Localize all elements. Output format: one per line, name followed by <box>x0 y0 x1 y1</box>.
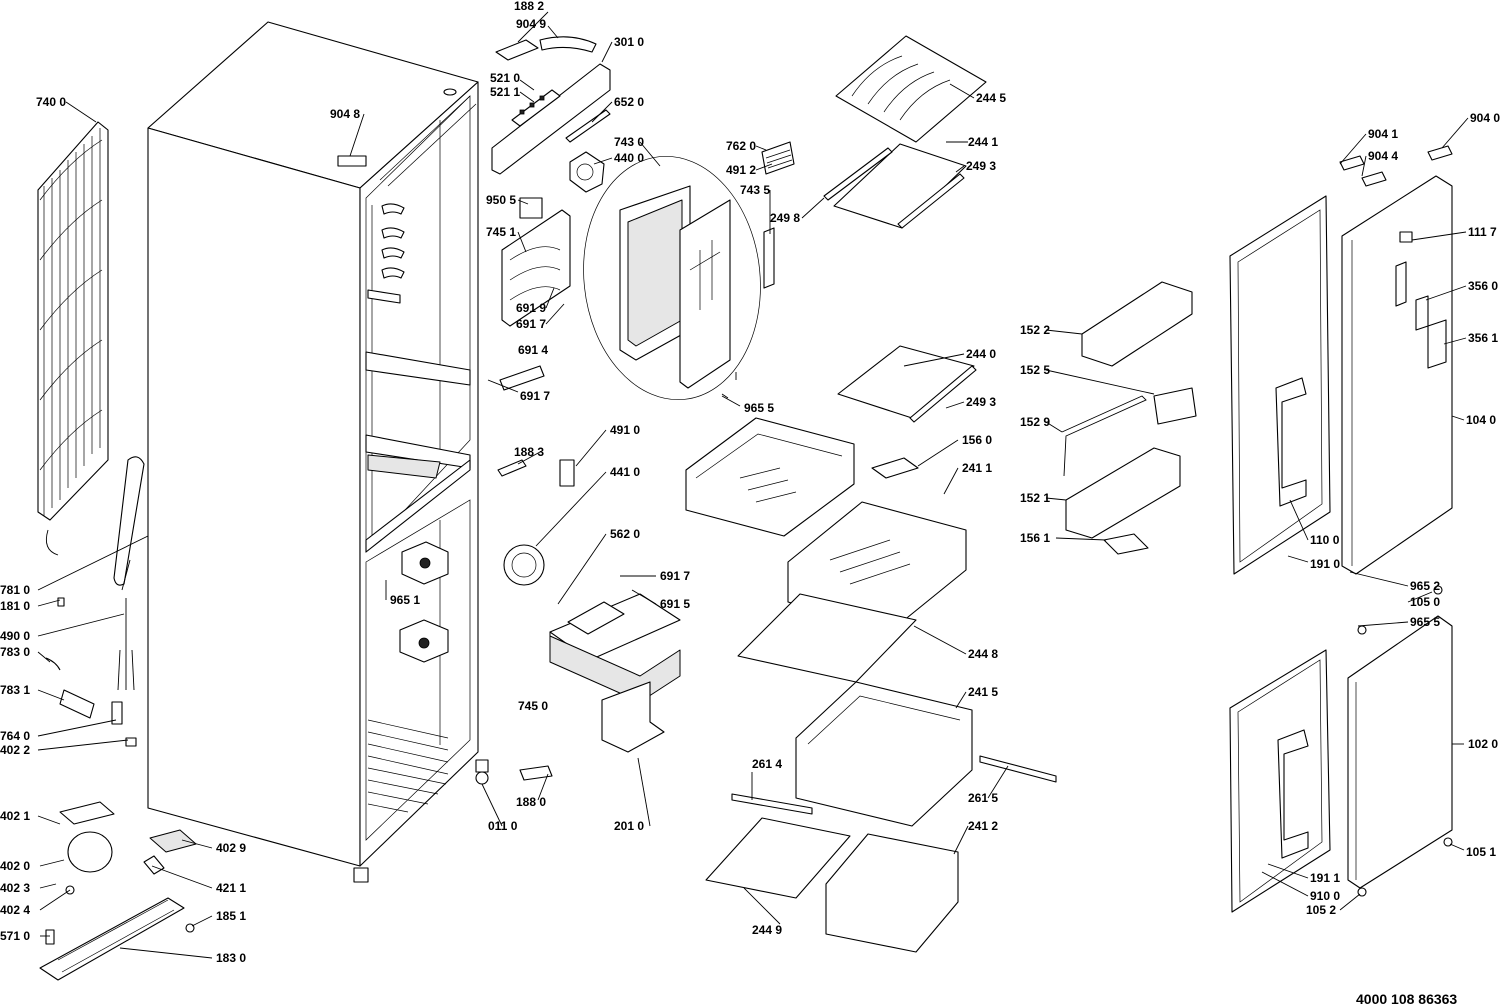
label-191-0: 191 0 <box>1310 557 1340 571</box>
label-965-2: 965 2 <box>1410 579 1440 593</box>
label-188-3: 188 3 <box>514 445 544 459</box>
label-102-0: 102 0 <box>1468 737 1498 751</box>
label-105-0: 105 0 <box>1410 595 1440 609</box>
label-691-9: 691 9 <box>516 301 546 315</box>
label-152-9: 152 9 <box>1020 415 1050 429</box>
label-152-5: 152 5 <box>1020 363 1050 377</box>
document-number: 4000 108 86363 <box>1356 991 1457 1007</box>
label-691-4: 691 4 <box>518 343 548 357</box>
label-402-4: 402 4 <box>0 903 30 917</box>
label-241-2: 241 2 <box>968 819 998 833</box>
door-bins <box>1061 281 1197 555</box>
label-440-0: 440 0 <box>614 151 644 165</box>
label-691-7-b: 691 7 <box>520 389 550 403</box>
label-201-0: 201 0 <box>614 819 644 833</box>
label-783-0: 783 0 <box>0 645 30 659</box>
label-521-1: 521 1 <box>490 85 520 99</box>
label-249-3-b: 249 3 <box>966 395 996 409</box>
label-691-5: 691 5 <box>660 597 690 611</box>
label-402-0: 402 0 <box>0 859 30 873</box>
condenser-coil <box>37 121 109 556</box>
label-188-2: 188 2 <box>514 0 544 13</box>
label-301-0: 301 0 <box>614 35 644 49</box>
refrigerator-cabinet <box>147 21 489 883</box>
label-105-1: 105 1 <box>1466 845 1496 859</box>
label-156-0: 156 0 <box>962 433 992 447</box>
label-402-2: 402 2 <box>0 743 30 757</box>
compressor-assembly <box>39 456 197 981</box>
label-652-0: 652 0 <box>614 95 644 109</box>
label-691-7-a: 691 7 <box>516 317 546 331</box>
label-105-2: 105 2 <box>1306 903 1336 917</box>
label-745-1: 745 1 <box>486 225 516 239</box>
label-421-1: 421 1 <box>216 881 246 895</box>
label-521-0: 521 0 <box>490 71 520 85</box>
label-183-0: 183 0 <box>216 951 246 965</box>
label-743-0: 743 0 <box>614 135 644 149</box>
label-950-5: 950 5 <box>486 193 516 207</box>
label-562-0: 562 0 <box>610 527 640 541</box>
label-356-0: 356 0 <box>1468 279 1498 293</box>
label-491-0: 491 0 <box>610 423 640 437</box>
label-356-1: 356 1 <box>1468 331 1498 345</box>
label-965-5-b: 965 5 <box>1410 615 1440 629</box>
label-910-0: 910 0 <box>1310 889 1340 903</box>
label-571-0: 571 0 <box>0 929 30 943</box>
label-181-0: 181 0 <box>0 599 30 613</box>
top-control-assembly <box>491 36 611 193</box>
label-244-1: 244 1 <box>968 135 998 149</box>
label-110-0: 110 0 <box>1310 533 1340 547</box>
label-904-9: 904 9 <box>516 17 546 31</box>
label-402-1: 402 1 <box>0 809 30 823</box>
label-244-0: 244 0 <box>966 347 996 361</box>
label-244-9: 244 9 <box>752 923 782 937</box>
label-691-7-c: 691 7 <box>660 569 690 583</box>
label-249-8: 249 8 <box>770 211 800 225</box>
label-011-0: 011 0 <box>488 819 518 833</box>
label-191-1: 191 1 <box>1310 871 1340 885</box>
label-745-0: 745 0 <box>518 699 548 713</box>
label-241-1: 241 1 <box>962 461 992 475</box>
label-244-8: 244 8 <box>968 647 998 661</box>
freezer-fan-assembly <box>475 459 681 785</box>
label-152-1: 152 1 <box>1020 491 1050 505</box>
label-762-0: 762 0 <box>726 139 756 153</box>
label-783-1: 783 1 <box>0 683 30 697</box>
label-743-5: 743 5 <box>740 183 770 197</box>
label-965-5-a: 965 5 <box>744 401 774 415</box>
label-261-4: 261 4 <box>752 757 782 771</box>
label-491-2: 491 2 <box>726 163 756 177</box>
label-185-1: 185 1 <box>216 909 246 923</box>
doors <box>1229 145 1453 913</box>
label-402-9: 402 9 <box>216 841 246 855</box>
label-261-5: 261 5 <box>968 791 998 805</box>
label-156-1: 156 1 <box>1020 531 1050 545</box>
evaporator-cover-assembly <box>499 141 795 401</box>
label-188-0: 188 0 <box>516 795 546 809</box>
label-111-7: 111 7 <box>1468 225 1497 239</box>
label-904-1: 904 1 <box>1368 127 1398 141</box>
label-965-1: 965 1 <box>390 593 420 607</box>
label-740-0: 740 0 <box>36 95 66 109</box>
label-244-5: 244 5 <box>976 91 1006 105</box>
label-104-0: 104 0 <box>1466 413 1496 427</box>
label-249-3-a: 249 3 <box>966 159 996 173</box>
label-490-0: 490 0 <box>0 629 30 643</box>
label-904-8: 904 8 <box>330 107 360 121</box>
leader-lines <box>37 11 1469 959</box>
label-402-3: 402 3 <box>0 881 30 895</box>
label-152-2: 152 2 <box>1020 323 1050 337</box>
label-904-4: 904 4 <box>1368 149 1398 163</box>
label-241-5: 241 5 <box>968 685 998 699</box>
label-764-0: 764 0 <box>0 729 30 743</box>
label-441-0: 441 0 <box>610 465 640 479</box>
shelves-and-drawers <box>685 35 1057 953</box>
label-904-0: 904 0 <box>1470 111 1500 125</box>
label-781-0: 781 0 <box>0 583 30 597</box>
